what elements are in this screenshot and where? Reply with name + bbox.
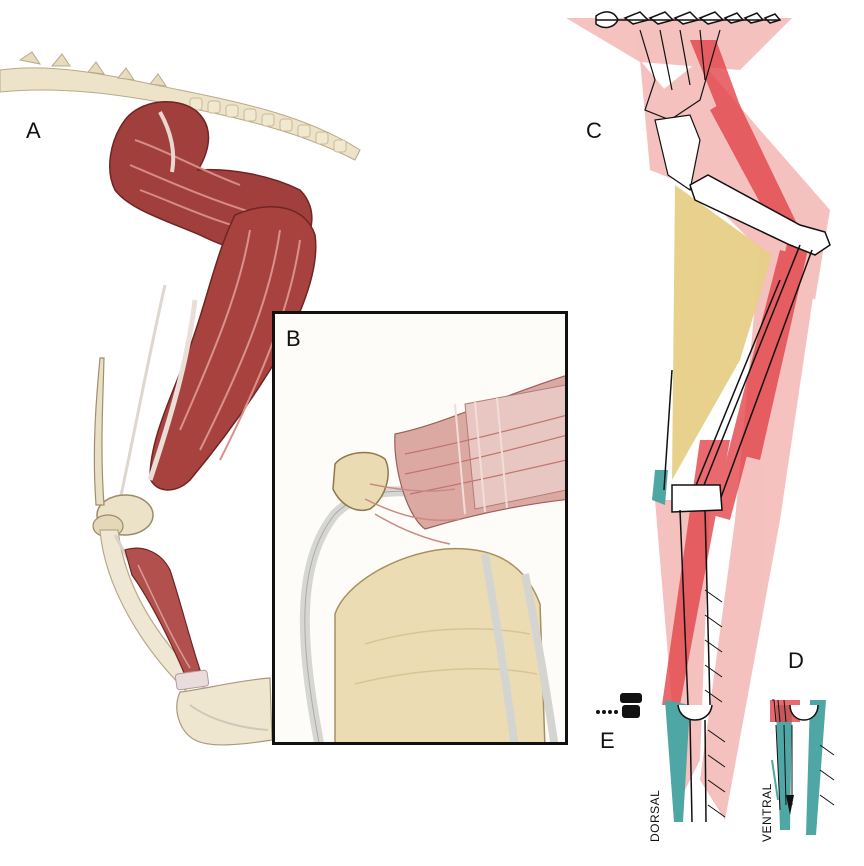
claw [93,357,105,506]
panel-label-a: A [26,118,41,143]
ventral-label: VENTRAL [760,783,774,842]
ankle-band [174,669,210,691]
panel-label-e: E [600,728,615,753]
thigh-muscles [118,206,317,501]
dorsal-label: DORSAL [648,789,662,842]
vertebral-column [0,51,361,161]
panel-label-d: D [788,648,804,673]
panel-label-c: C [586,118,602,143]
shank-muscles [124,547,201,676]
foot [176,677,273,746]
panel-b-inset [272,311,568,745]
panel-label-b: B [286,326,301,351]
inset-illustration [299,375,565,742]
